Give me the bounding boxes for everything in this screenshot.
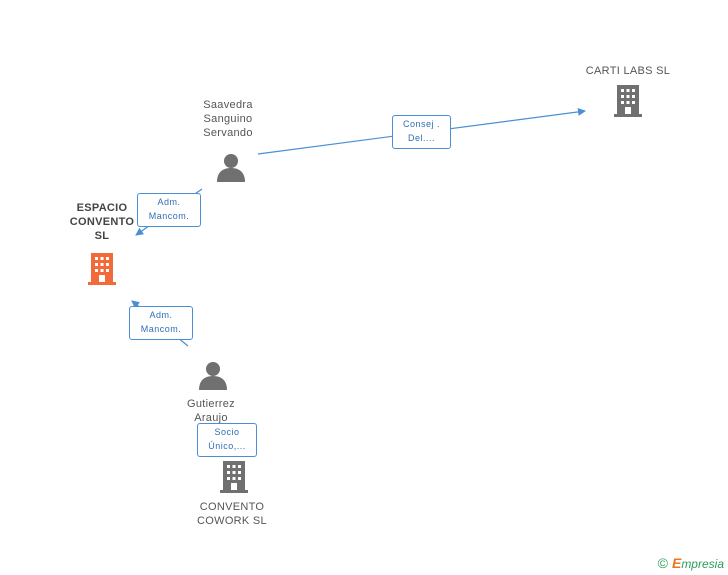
node-label-carti-labs[interactable]: CARTI LABS SL [585,65,671,77]
person-icon[interactable] [217,154,245,182]
brand-logo: Empresia [671,555,724,571]
building-icon[interactable] [88,253,116,285]
node-label-saavedra[interactable]: Saavedra Sanguino Servando [203,99,253,139]
node-label-espacio-convento[interactable]: ESPACIO CONVENTO SL [69,202,135,242]
node-label-convento-cowork[interactable]: CONVENTO COWORK SL [197,501,267,527]
brand-footer: © Empresia [658,555,724,571]
copyright-icon: © [657,555,668,571]
edge-label-socio-unico[interactable]: Socio Único,... [197,423,257,457]
edge-label-adm-mancom-gutierrez[interactable]: Adm. Mancom. [129,306,193,340]
building-icon[interactable] [220,461,248,493]
person-icon[interactable] [199,362,227,390]
building-icon[interactable] [614,85,642,117]
edge-label-consej-del[interactable]: Consej . Del.... [392,115,451,149]
edge-label-adm-mancom-saavedra[interactable]: Adm. Mancom. [137,193,201,227]
